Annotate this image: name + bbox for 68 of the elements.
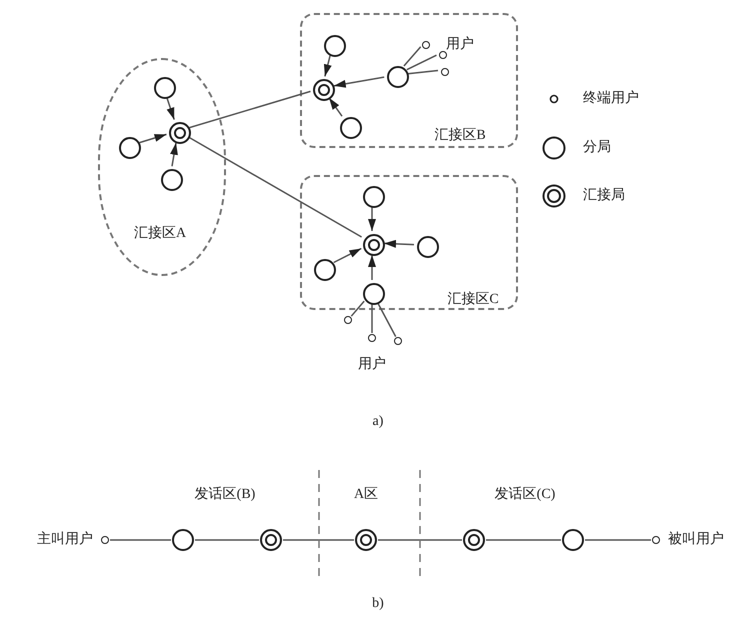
arrow bbox=[139, 134, 167, 144]
branch-circle bbox=[154, 77, 176, 99]
terminal-circle bbox=[422, 41, 430, 49]
zone-label: 汇接区A bbox=[134, 226, 186, 242]
panel-caption: b) bbox=[372, 596, 384, 612]
legend-label: 终端用户 bbox=[583, 91, 639, 107]
terminal-circle bbox=[439, 51, 447, 59]
arrow bbox=[368, 207, 376, 231]
connector-line bbox=[585, 539, 651, 541]
connector-line bbox=[283, 539, 354, 541]
legend-label: 汇接局 bbox=[583, 188, 625, 204]
terminal-circle bbox=[344, 316, 352, 324]
branch-circle bbox=[363, 186, 385, 208]
terminal-circle bbox=[441, 68, 449, 76]
tandem-double-circle bbox=[463, 529, 485, 551]
connector-line bbox=[406, 54, 437, 70]
terminal-circle bbox=[394, 337, 402, 345]
branch-circle bbox=[340, 117, 362, 139]
connector-line bbox=[403, 46, 422, 66]
arrow bbox=[334, 76, 384, 88]
connector-line bbox=[188, 136, 362, 238]
zone-label: 发话区(C) bbox=[494, 487, 556, 503]
user-caption: 被叫用户 bbox=[668, 532, 724, 548]
branch-circle bbox=[562, 529, 584, 551]
arrow bbox=[324, 55, 332, 77]
arrow bbox=[333, 248, 362, 264]
zone-label: 汇接区C bbox=[447, 292, 499, 308]
user-label: 用户 bbox=[446, 37, 474, 53]
connector-line bbox=[371, 304, 373, 333]
tandem-double-circle bbox=[363, 234, 385, 256]
arrow bbox=[328, 97, 343, 117]
terminal-circle bbox=[652, 536, 660, 544]
connector-line bbox=[408, 70, 438, 74]
arrow bbox=[368, 255, 376, 280]
user-label: 用户 bbox=[358, 357, 386, 373]
zone-label: 汇接区B bbox=[434, 128, 486, 144]
connector-line bbox=[110, 539, 171, 541]
branch-circle bbox=[119, 137, 141, 159]
branch-circle bbox=[363, 283, 385, 305]
zone-label: A区 bbox=[354, 487, 378, 503]
zone-label: 发话区(B) bbox=[194, 487, 256, 503]
user-caption: 主叫用户 bbox=[37, 532, 93, 548]
zone-outline bbox=[98, 58, 226, 276]
branch-circle bbox=[172, 529, 194, 551]
connector-line bbox=[486, 539, 561, 541]
legend-label: 分局 bbox=[583, 140, 611, 156]
terminal-circle bbox=[368, 334, 376, 342]
tandem-double-circle bbox=[169, 122, 191, 144]
arrow bbox=[166, 97, 175, 120]
connector-line bbox=[350, 300, 365, 317]
branch-circle bbox=[161, 169, 183, 191]
tandem-double-circle bbox=[355, 529, 377, 551]
tandem-double-circle bbox=[313, 79, 335, 101]
terminal-circle bbox=[101, 536, 109, 544]
connector-line bbox=[376, 302, 396, 337]
panel-caption: a) bbox=[372, 414, 384, 430]
branch-circle bbox=[324, 35, 346, 57]
connector-line bbox=[378, 539, 462, 541]
branch-circle bbox=[314, 259, 336, 281]
arrow bbox=[170, 142, 178, 166]
arrow bbox=[384, 240, 414, 248]
zone-box bbox=[300, 13, 518, 148]
connector-line bbox=[189, 90, 311, 128]
branch-circle bbox=[387, 66, 409, 88]
tandem-double-circle bbox=[260, 529, 282, 551]
connector-line bbox=[195, 539, 259, 541]
zone-box bbox=[300, 175, 518, 310]
branch-circle bbox=[417, 236, 439, 258]
